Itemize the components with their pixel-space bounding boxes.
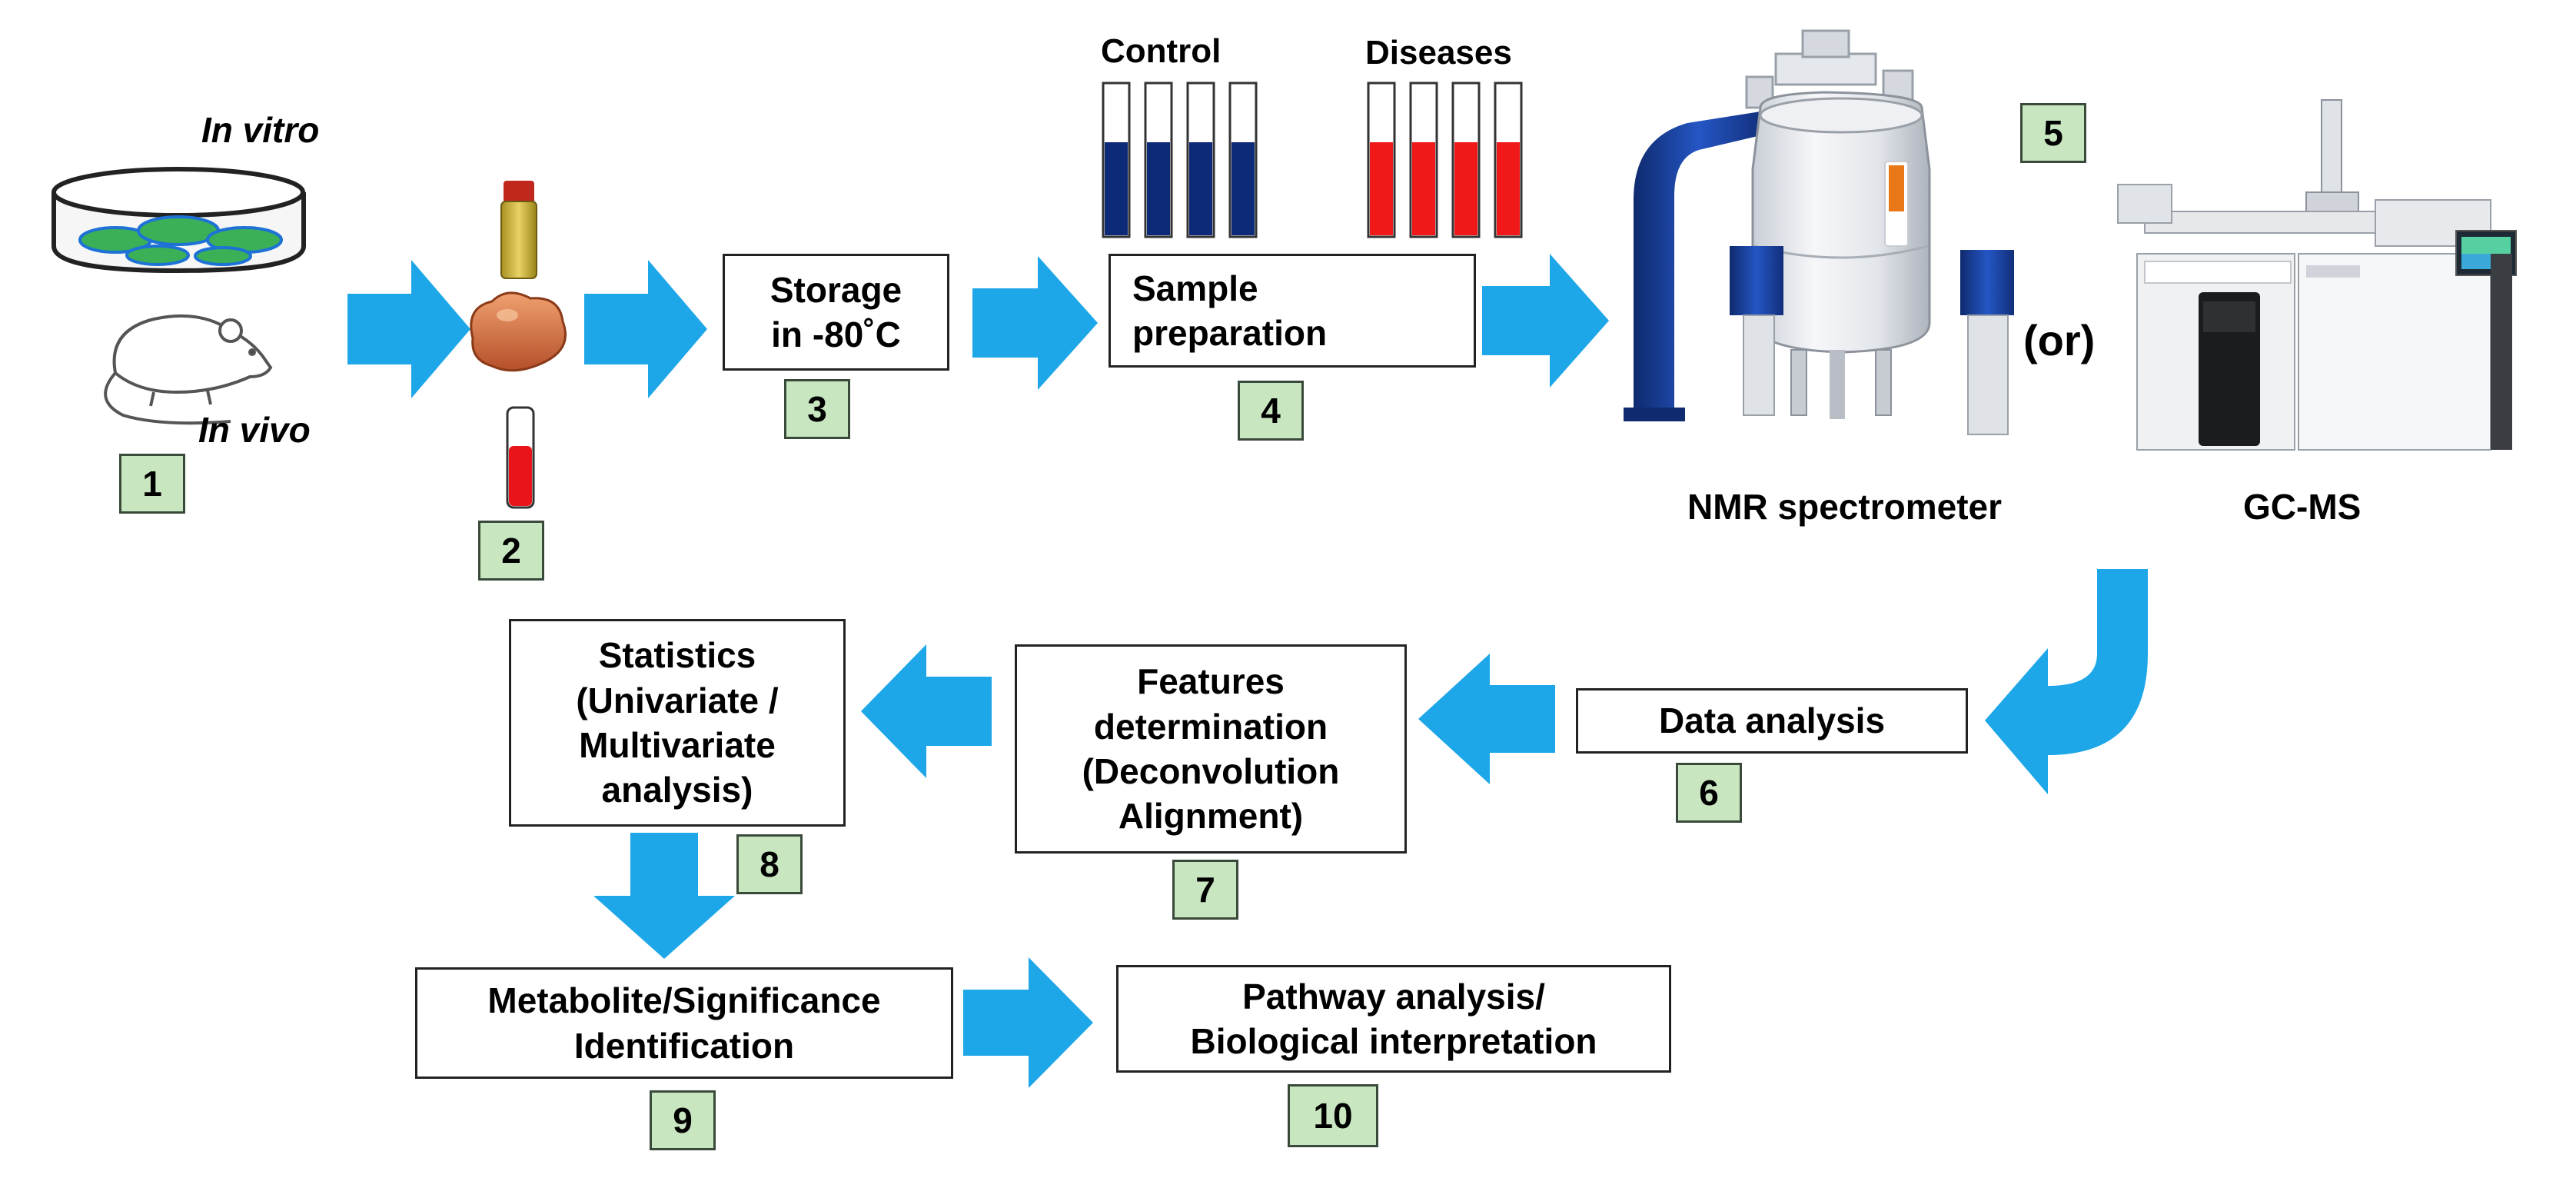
disease-tube (1367, 82, 1396, 238)
nmr-spectrometer-icon (1624, 29, 2014, 435)
features-line-1: Features (1137, 661, 1285, 702)
storage-line-2: in -80˚C (771, 314, 901, 354)
statistics-line-2: (Univariate / (576, 680, 779, 720)
statistics-line-4: analysis) (601, 770, 753, 810)
storage-box: Storage in -80˚C (723, 254, 949, 371)
arrow-3-to-4 (972, 256, 1098, 390)
arrow-8-to-9 (593, 833, 735, 959)
in-vitro-label: In vitro (201, 110, 320, 150)
gc-ms-instrument-icon (2117, 99, 2517, 451)
in-vivo-label: In vivo (198, 410, 311, 450)
data-analysis-line-1: Data analysis (1658, 700, 1886, 741)
nmr-spectrometer-label: NMR spectrometer (1687, 487, 2002, 527)
petri-dish-icon (52, 167, 306, 274)
data-analysis-box: Data analysis (1576, 688, 1968, 754)
tissue-sample-icon (470, 291, 567, 372)
metabolite-line-1: Metabolite/Significance (487, 980, 881, 1021)
storage-line-1: Storage (769, 269, 902, 310)
arrow-4-to-5 (1482, 254, 1609, 388)
sample-preparation-line-1: Sample (1132, 268, 1258, 308)
step-badge-9: 9 (650, 1090, 716, 1150)
disease-tube (1494, 82, 1523, 238)
sample-preparation-line-2: preparation (1132, 313, 1328, 353)
features-line-2: determination (1093, 706, 1328, 747)
arrow-2-to-3 (584, 260, 707, 398)
step-badge-6: 6 (1676, 763, 1742, 823)
arrow-6-to-7 (1418, 654, 1555, 784)
step-badge-5: 5 (2020, 103, 2086, 163)
diseases-label: Diseases (1365, 34, 1512, 72)
mouse-icon (104, 314, 273, 425)
arrow-7-to-8 (861, 644, 992, 778)
blood-tube-icon (506, 406, 535, 509)
step-badge-2: 2 (478, 521, 544, 581)
step-badge-3: 3 (784, 379, 850, 439)
step-badge-7: 7 (1172, 860, 1238, 920)
arrow-9-to-10 (963, 957, 1093, 1088)
pathway-line-2: Biological interpretation (1190, 1021, 1597, 1061)
control-tube (1228, 82, 1258, 238)
features-line-3: (Deconvolution (1082, 751, 1340, 791)
control-tube (1144, 82, 1173, 238)
step-badge-8: 8 (736, 834, 803, 894)
statistics-box: Statistics (Univariate / Multivariate an… (509, 619, 846, 827)
step-badge-1: 1 (119, 454, 185, 514)
statistics-line-1: Statistics (598, 635, 756, 676)
disease-tube (1451, 82, 1481, 238)
control-tubes (1102, 82, 1258, 238)
step-badge-10: 10 (1288, 1084, 1378, 1147)
pathway-line-1: Pathway analysis/ (1242, 976, 1545, 1017)
metabolite-identification-box: Metabolite/Significance Identification (415, 967, 953, 1079)
urine-vial-icon (500, 181, 537, 279)
features-determination-box: Features determination (Deconvolution Al… (1015, 644, 1407, 854)
statistics-line-3: Multivariate (579, 725, 776, 765)
control-tube (1102, 82, 1131, 238)
gc-ms-label: GC-MS (2243, 487, 2362, 527)
arrow-5-to-6-curved (1985, 569, 2148, 794)
control-label: Control (1101, 32, 1222, 70)
control-tube (1186, 82, 1215, 238)
disease-tubes (1367, 82, 1523, 238)
features-line-4: Alignment) (1118, 796, 1304, 837)
sample-preparation-box: Sample preparation (1109, 254, 1476, 368)
or-label: (or) (2023, 316, 2096, 364)
metabolite-line-2: Identification (573, 1025, 795, 1066)
step-badge-4: 4 (1238, 381, 1304, 441)
disease-tube (1409, 82, 1438, 238)
arrow-1-to-2 (347, 260, 470, 398)
pathway-analysis-box: Pathway analysis/ Biological interpretat… (1116, 965, 1671, 1073)
